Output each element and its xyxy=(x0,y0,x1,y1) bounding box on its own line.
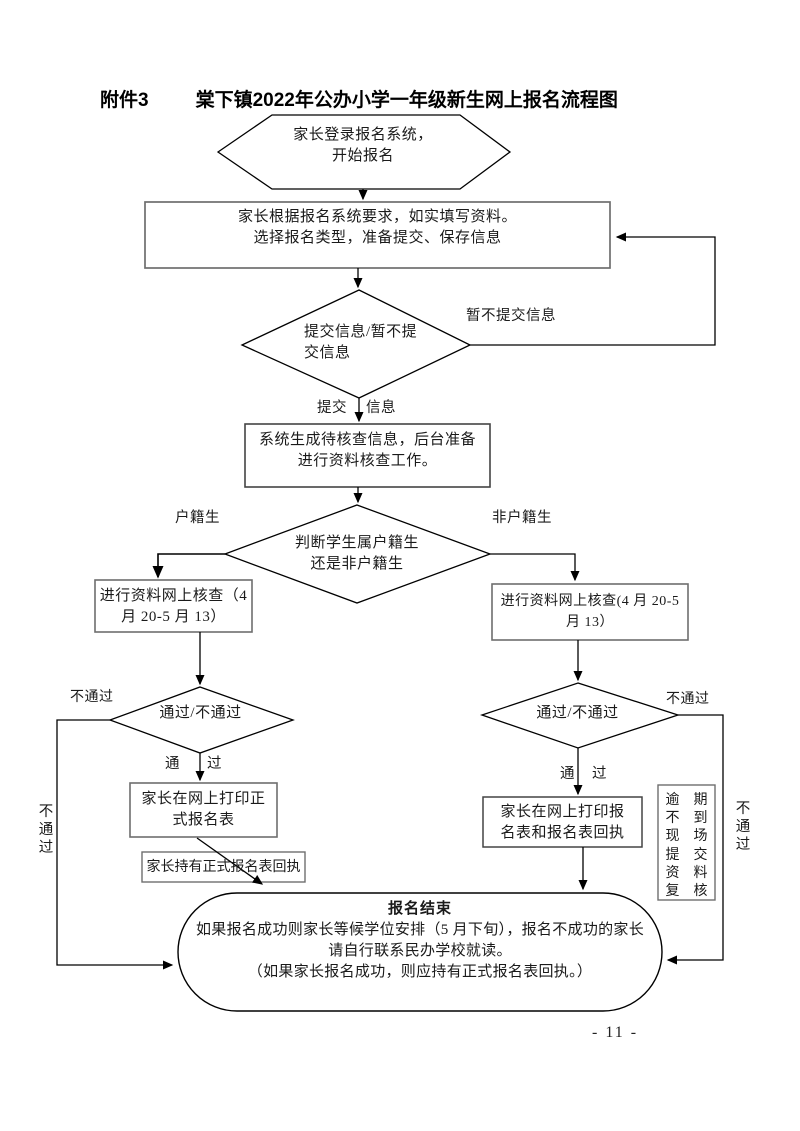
start-hexagon-text: 家长登录报名系统， 开始报名 xyxy=(293,127,433,164)
page-header: 附件3 棠下镇2022年公办小学一年级新生网上报名流程图 xyxy=(100,85,618,112)
left-check-text: 进行资料网上核查（4 月 20-5 月 13） xyxy=(99,588,248,625)
edge-label-submit-right: 信息 xyxy=(366,400,396,416)
right-check-rect xyxy=(491,583,689,641)
end-terminator-text: 报名结束 如果报名成功则家长等候学位安排（5 月下旬），报名不成功的家长 请自行… xyxy=(195,901,645,980)
edge-label-household: 户籍生 xyxy=(175,510,220,526)
right-check-text: 进行资料网上核查(4 月 20-5 月 13） xyxy=(500,594,680,630)
receipt-note-rect xyxy=(141,851,306,883)
fill-info-text: 家长根据报名系统要求，如实填写资料。 选择报名类型，准备提交、保存信息 xyxy=(237,209,517,246)
right-pass-decision-text: 通过/不通过 xyxy=(536,705,619,721)
residence-decision-text: 判断学生属户籍生 还是非户籍生 xyxy=(294,535,419,572)
attachment-label: 附件3 xyxy=(100,90,149,111)
right-print-text: 家长在网上打印报 名表和报名表回执 xyxy=(500,804,625,841)
edge-label-left-fail: 不通过 xyxy=(70,690,114,705)
edge-label-submit-left: 提交 xyxy=(317,400,347,416)
end-terminator-shape xyxy=(177,892,663,1012)
edge-label-not-submit: 暂不提交信息 xyxy=(466,308,556,324)
edge-label-left-fail-vertical: 不通过 xyxy=(38,804,54,856)
generate-text: 系统生成待核查信息，后台准备 进行资料核查工作。 xyxy=(258,432,476,469)
edge-label-left-pass-1: 通 xyxy=(165,756,180,772)
page-number: - 11 - xyxy=(592,1024,639,1041)
edge-label-right-fail: 不通过 xyxy=(666,692,710,707)
left-print-rect xyxy=(129,782,278,838)
left-check-rect xyxy=(94,579,253,633)
start-hexagon xyxy=(216,114,512,190)
right-print-rect xyxy=(482,796,643,848)
edge-label-right-pass-2: 过 xyxy=(592,766,607,782)
generate-rect xyxy=(244,423,491,488)
fill-info-rect xyxy=(144,201,611,269)
end-title: 报名结束 xyxy=(387,901,452,917)
overdue-note-text: 逾 期 不 到 现 场 提 交 资 料 复 核 xyxy=(665,793,708,900)
edge-label-right-pass-1: 通 xyxy=(560,766,575,782)
left-print-text: 家长在网上打印正 式报名表 xyxy=(141,791,266,828)
edge-label-right-fail-vertical: 不通过 xyxy=(735,801,751,853)
overdue-note-rect xyxy=(657,784,716,901)
submit-decision-text: 提交信息/暂不提 交信息 xyxy=(304,324,418,361)
edge-label-non-household: 非户籍生 xyxy=(492,510,552,526)
residence-decision-diamond xyxy=(223,504,492,604)
left-pass-decision-text: 通过/不通过 xyxy=(159,705,242,721)
receipt-note-text: 家长持有正式报名表回执 xyxy=(146,860,301,875)
edge-label-left-pass-2: 过 xyxy=(207,756,222,772)
page-title: 棠下镇2022年公办小学一年级新生网上报名流程图 xyxy=(195,90,618,111)
